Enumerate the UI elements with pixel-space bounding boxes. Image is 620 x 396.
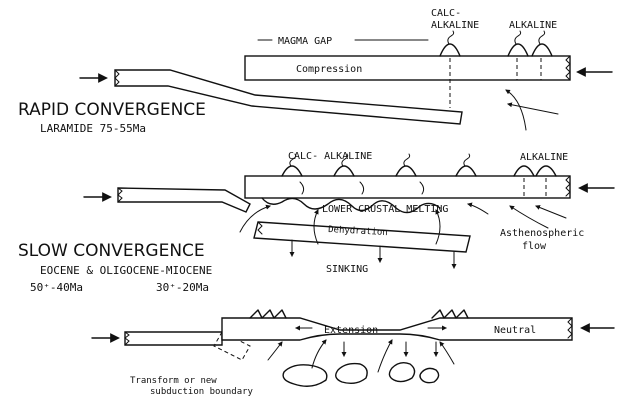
- asthenospheric-label-line2: flow: [522, 241, 547, 252]
- volcano: [396, 166, 416, 176]
- upwelling-arrow: [312, 340, 326, 368]
- volcano: [282, 166, 302, 176]
- flow-arrow: [506, 90, 526, 130]
- volcano-plume: [464, 154, 470, 166]
- compression-label: Compression: [296, 64, 362, 75]
- slab-stub: [125, 332, 222, 345]
- flow-arrow: [508, 104, 558, 114]
- slow-convergence-title: SLOW CONVERGENCE: [18, 241, 205, 261]
- alkaline-label: ALKALINE: [520, 152, 568, 163]
- volcano: [334, 166, 354, 176]
- asthenospheric-label-line1: Asthenospheric: [500, 228, 584, 239]
- volcano-plume: [448, 31, 454, 44]
- volcano-plume: [515, 31, 521, 44]
- panel-extension: Extension Neutral Transform or new subdu…: [92, 310, 614, 396]
- neutral-label: Neutral: [494, 325, 536, 336]
- tilted-fault-blocks: [432, 310, 468, 318]
- volcano-plume: [404, 154, 410, 166]
- upwelling-arrow: [378, 340, 392, 372]
- mantle-blob: [420, 368, 439, 382]
- volcano: [514, 166, 534, 176]
- calc-alkaline-label-line2: ALKALINE: [431, 20, 479, 31]
- alkaline-volcano-1: [508, 44, 528, 56]
- slab-fragment: [118, 188, 250, 212]
- volcano-plume: [539, 31, 545, 44]
- mantle-blob: [336, 364, 367, 384]
- rapid-convergence-title: RAPID CONVERGENCE: [18, 100, 206, 120]
- transform-label-line1: Transform or new: [130, 376, 217, 386]
- asthenospheric-flow-arrow: [510, 206, 548, 228]
- transform-label-line2: subduction boundary: [150, 387, 254, 396]
- eocene-oligocene-label: EOCENE & OLIGOCENE-MIOCENE: [40, 264, 212, 277]
- lower-crustal-melting-label: LOWER CRUSTAL MELTING: [322, 204, 448, 215]
- upwelling-arrow: [440, 342, 454, 364]
- upwelling-arrow: [468, 204, 488, 214]
- age-range-1: 50⁺-40Ma: [30, 281, 83, 294]
- continental-plate: [245, 56, 570, 80]
- extension-label: Extension: [324, 325, 378, 336]
- magma-gap-label: MAGMA GAP: [278, 36, 332, 47]
- panel-rapid-convergence: MAGMA GAP CALC- ALKALINE ALKALINE Compre…: [18, 8, 612, 135]
- laramide-label: LARAMIDE 75-55Ma: [40, 122, 146, 135]
- calc-alkaline-volcano: [440, 44, 460, 56]
- mantle-blob: [389, 363, 414, 382]
- alkaline-volcano-2: [532, 44, 552, 56]
- age-range-2: 30⁺-20Ma: [156, 281, 209, 294]
- sinking-label: SINKING: [326, 264, 368, 275]
- panel-slow-convergence: CALC- ALKALINE ALKALINE LOWER CRUSTAL ME…: [18, 151, 614, 294]
- calc-alkaline-label-line1: CALC-: [431, 8, 461, 19]
- mantle-blob: [283, 365, 327, 386]
- tilted-fault-blocks: [250, 310, 286, 318]
- upwelling-arrow: [268, 342, 282, 360]
- continental-plate: [245, 176, 570, 198]
- calc-alkaline-label: CALC- ALKALINE: [288, 151, 372, 162]
- alkaline-label: ALKALINE: [509, 20, 557, 31]
- volcano: [536, 166, 556, 176]
- volcano: [456, 166, 476, 176]
- asthenospheric-flow-arrow: [536, 206, 566, 218]
